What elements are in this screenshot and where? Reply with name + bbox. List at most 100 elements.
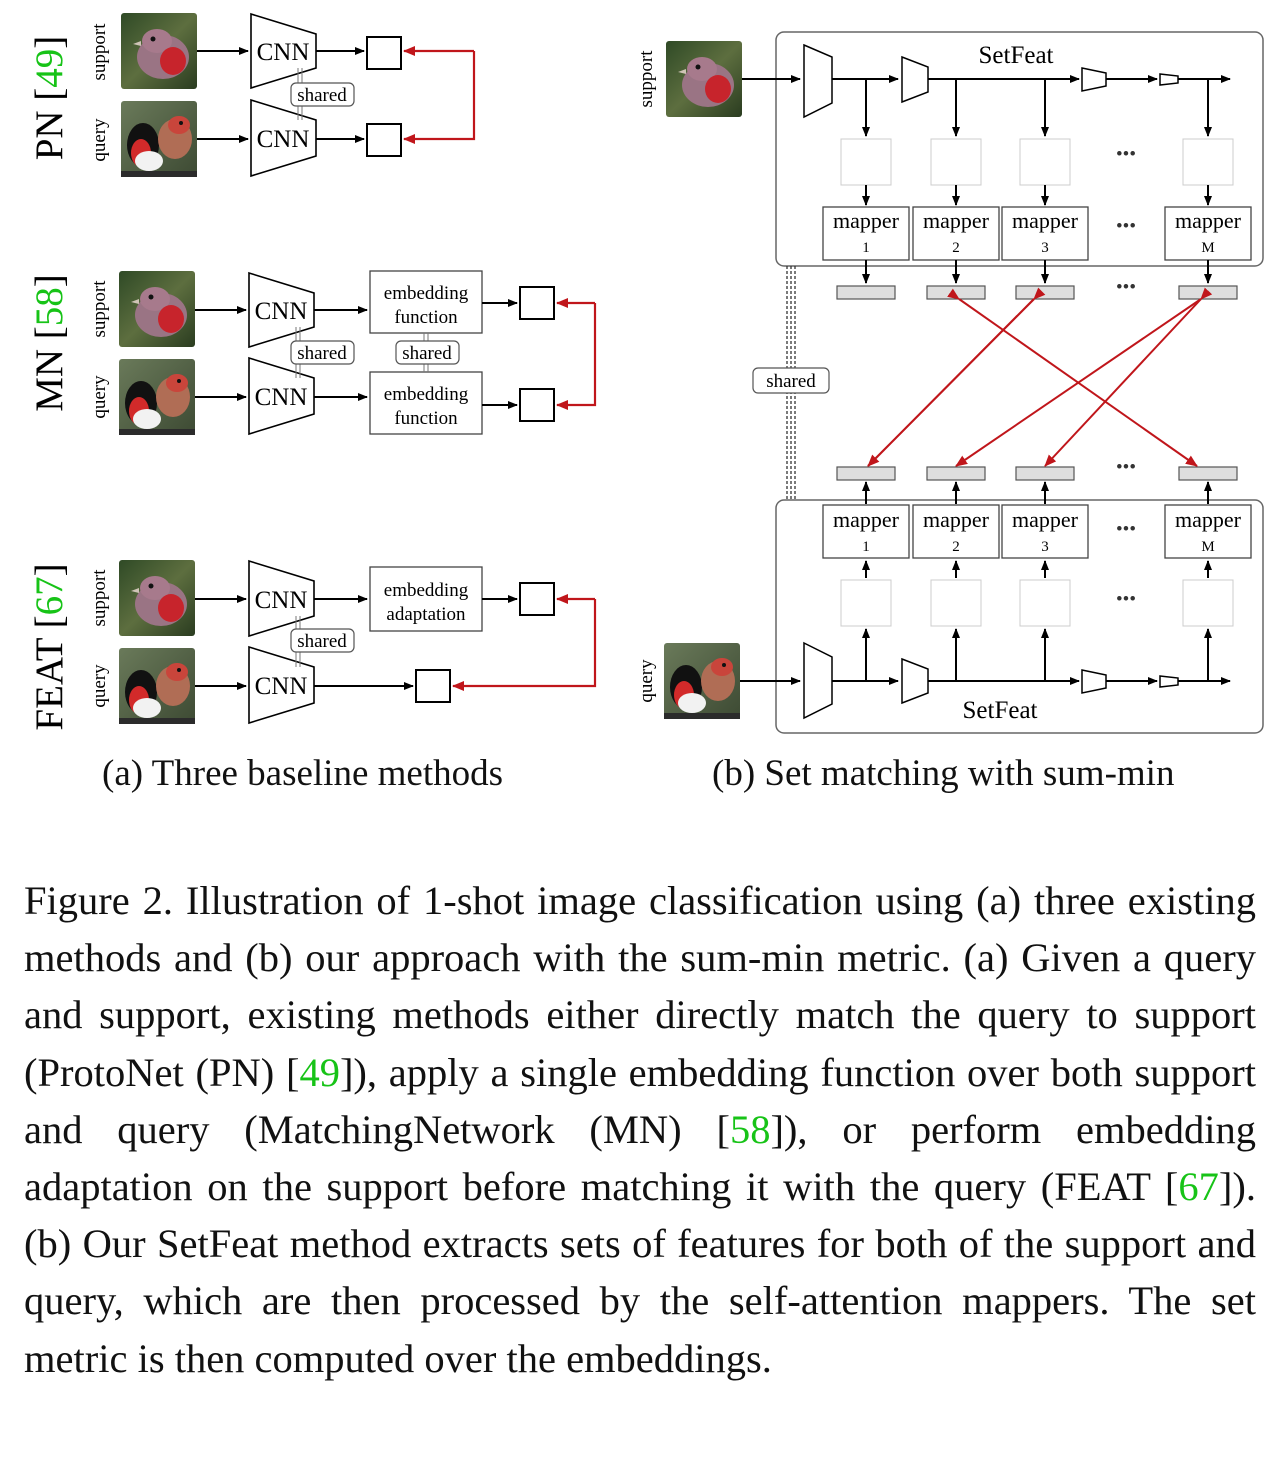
support-image [666, 41, 742, 117]
query-embedding [836, 466, 896, 481]
setfeat-title: SetFeat [963, 697, 1038, 724]
mapper-label: mapper [1012, 208, 1079, 233]
mapper-index: 2 [952, 240, 960, 256]
pn-label: PN [49] [28, 36, 71, 161]
citation[interactable]: 67 [1178, 1164, 1219, 1210]
mapper-label: mapper [833, 507, 900, 532]
support-image [119, 271, 195, 347]
mapper-label: mapper [1175, 208, 1242, 233]
mapper-box [822, 206, 910, 261]
svg-text:shared: shared [297, 85, 347, 106]
panel-b-caption: (b) Set matching with sum-min [712, 753, 1175, 794]
cnn-block [248, 356, 315, 436]
support-label: support [89, 569, 110, 627]
feature-slot [1182, 138, 1234, 186]
mapper-box [1164, 504, 1252, 559]
citation[interactable]: 58 [729, 1106, 771, 1152]
feat-label: FEAT [67] [28, 563, 71, 730]
shared-badge [395, 340, 460, 365]
feature-slot [840, 138, 892, 186]
mapper-index: 3 [1041, 539, 1049, 555]
mapper-label: mapper [833, 208, 900, 233]
support-embedding [519, 582, 555, 616]
svg-text:shared: shared [402, 343, 452, 364]
query-embedding [1015, 466, 1075, 481]
query-embedding [926, 466, 986, 481]
feature-slot [1182, 579, 1234, 627]
support-label: support [89, 23, 110, 81]
mapper-label: mapper [923, 208, 990, 233]
figure-2: PN [49] support query CNN CNN shared MN … [28, 12, 1264, 734]
svg-text:CNN: CNN [257, 39, 310, 66]
shared-badge [290, 82, 355, 107]
cnn-block [248, 645, 315, 725]
embedding-function-box [369, 371, 483, 435]
embedding-function-box [369, 270, 483, 334]
mapper-label: mapper [923, 507, 990, 532]
panel-a-caption: (a) Three baseline methods [102, 753, 504, 794]
shared-badge [290, 340, 355, 365]
query-embedding [519, 388, 555, 422]
support-embedding [926, 285, 986, 300]
query-embedding [366, 123, 402, 157]
mapper-box [912, 504, 1000, 559]
ellipsis: ••• [1116, 144, 1136, 165]
ellipsis: ••• [1116, 457, 1136, 478]
ellipsis: ••• [1116, 277, 1136, 298]
mn-label: MN [58] [28, 274, 71, 412]
feat-row: FEAT [67] support query CNN CNN shared e… [28, 559, 597, 731]
ellipsis: ••• [1116, 519, 1136, 540]
support-embedding [1015, 285, 1075, 300]
mapper-box [1164, 206, 1252, 261]
cnn-block [248, 559, 315, 638]
embedding-adaptation-box [369, 566, 483, 632]
query-image [121, 101, 197, 177]
support-embedding [366, 36, 402, 70]
svg-text:embedding: embedding [384, 580, 469, 601]
svg-text:shared: shared [297, 631, 347, 652]
query-label: query [636, 659, 657, 703]
mapper-index: 1 [862, 240, 870, 256]
svg-text:CNN: CNN [255, 587, 308, 614]
mapper-index: 1 [862, 539, 870, 555]
svg-text:CNN: CNN [255, 673, 308, 700]
svg-text:adaptation: adaptation [386, 604, 466, 625]
query-label: query [89, 118, 110, 162]
feature-slot [1019, 579, 1071, 627]
svg-text:function: function [394, 408, 458, 429]
svg-text:CNN: CNN [255, 298, 308, 325]
support-label: support [89, 280, 110, 338]
mapper-label: mapper [1175, 507, 1242, 532]
feature-slot [1019, 138, 1071, 186]
support-label: support [636, 50, 657, 108]
mapper-index: M [1201, 240, 1214, 256]
svg-text:shared: shared [297, 343, 347, 364]
mapper-box [822, 504, 910, 559]
cnn-block [250, 12, 317, 90]
query-embedding [415, 669, 451, 703]
support-embedding [1178, 285, 1238, 300]
svg-text:CNN: CNN [255, 384, 308, 411]
mapper-index: 3 [1041, 240, 1049, 256]
svg-text:embedding: embedding [384, 283, 469, 304]
ellipsis: ••• [1116, 216, 1136, 237]
feature-slot [930, 138, 982, 186]
svg-text:function: function [394, 307, 458, 328]
support-image [121, 13, 197, 89]
support-embedding [836, 285, 896, 300]
query-embedding [1178, 466, 1238, 481]
svg-text:shared: shared [766, 371, 816, 392]
shared-badge [752, 367, 830, 394]
query-image [119, 359, 195, 435]
support-image [119, 560, 195, 636]
setfeat-title: SetFeat [979, 42, 1054, 69]
feature-slot [840, 579, 892, 627]
citation[interactable]: 49 [299, 1049, 340, 1095]
query-label: query [89, 375, 110, 419]
sum-min-matching-arrows [867, 287, 1213, 467]
query-image [119, 648, 195, 724]
ellipsis: ••• [1116, 589, 1136, 610]
query-image [664, 643, 740, 719]
mapper-box [1001, 504, 1089, 559]
mapper-label: mapper [1012, 507, 1079, 532]
